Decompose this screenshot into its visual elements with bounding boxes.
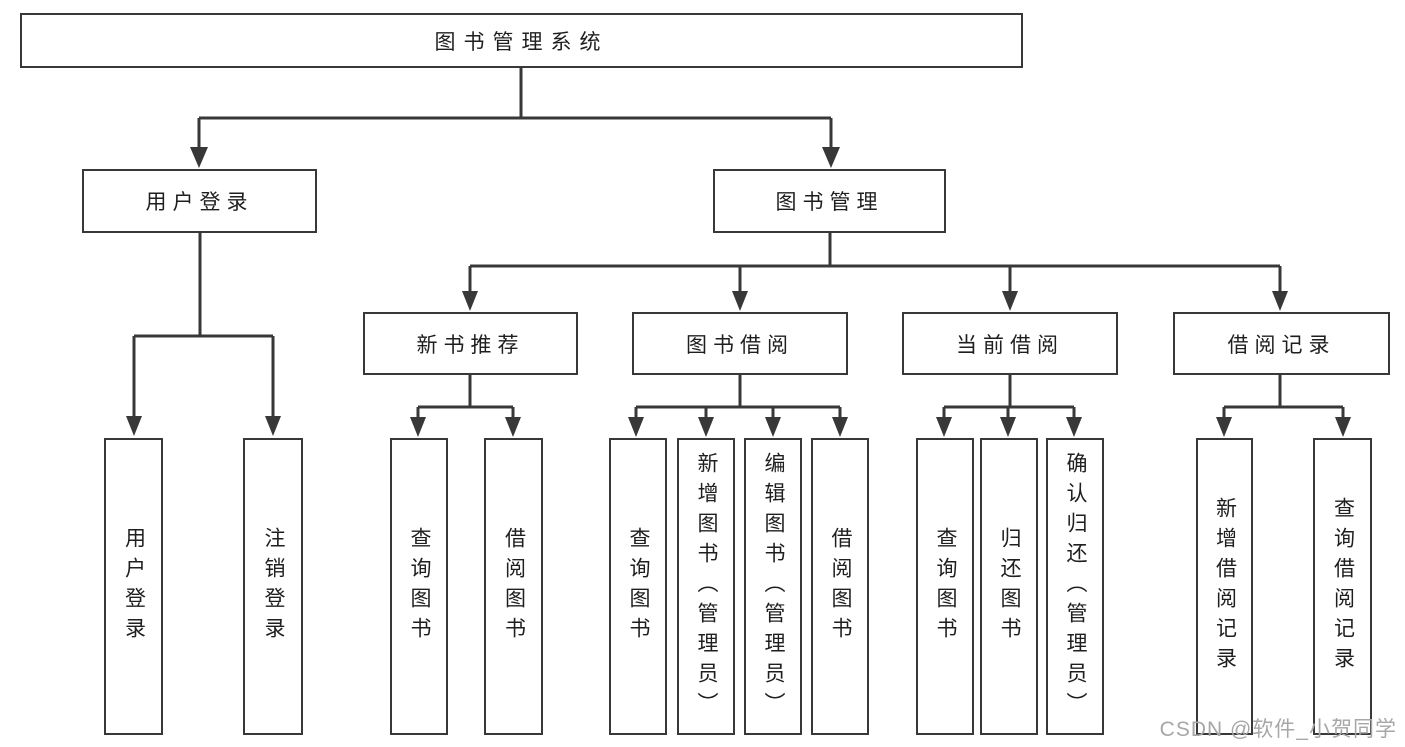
leaf-borrow-add-books-admin: 新增图书（管理员） xyxy=(677,438,735,735)
node-current-borrow: 当前借阅 xyxy=(902,312,1118,375)
leaf-logout: 注销登录 xyxy=(243,438,303,735)
leaf-borrow-query-books: 查询图书 xyxy=(609,438,667,735)
leaf-newbook-query-books: 查询图书 xyxy=(390,438,448,735)
node-user-login: 用户登录 xyxy=(82,169,317,233)
leaf-newbook-borrow-books: 借阅图书 xyxy=(484,438,543,735)
leaf-records-add-borrow-record: 新增借阅记录 xyxy=(1196,438,1253,735)
watermark: CSDN @软件_小贺同学 xyxy=(1159,718,1397,741)
leaf-current-return-books: 归还图书 xyxy=(980,438,1038,735)
leaf-borrow-borrow-books: 借阅图书 xyxy=(811,438,869,735)
node-new-book-recommend: 新书推荐 xyxy=(363,312,578,375)
leaf-current-query-books: 查询图书 xyxy=(916,438,974,735)
node-book-borrow: 图书借阅 xyxy=(632,312,848,375)
leaf-borrow-edit-books-admin: 编辑图书（管理员） xyxy=(744,438,802,735)
leaf-records-query-borrow-record: 查询借阅记录 xyxy=(1313,438,1372,735)
leaf-current-confirm-return-admin: 确认归还（管理员） xyxy=(1046,438,1104,735)
node-root-library-system: 图书管理系统 xyxy=(20,13,1023,68)
node-book-management: 图书管理 xyxy=(713,169,946,233)
leaf-user-login: 用户登录 xyxy=(104,438,163,735)
node-borrow-records: 借阅记录 xyxy=(1173,312,1390,375)
